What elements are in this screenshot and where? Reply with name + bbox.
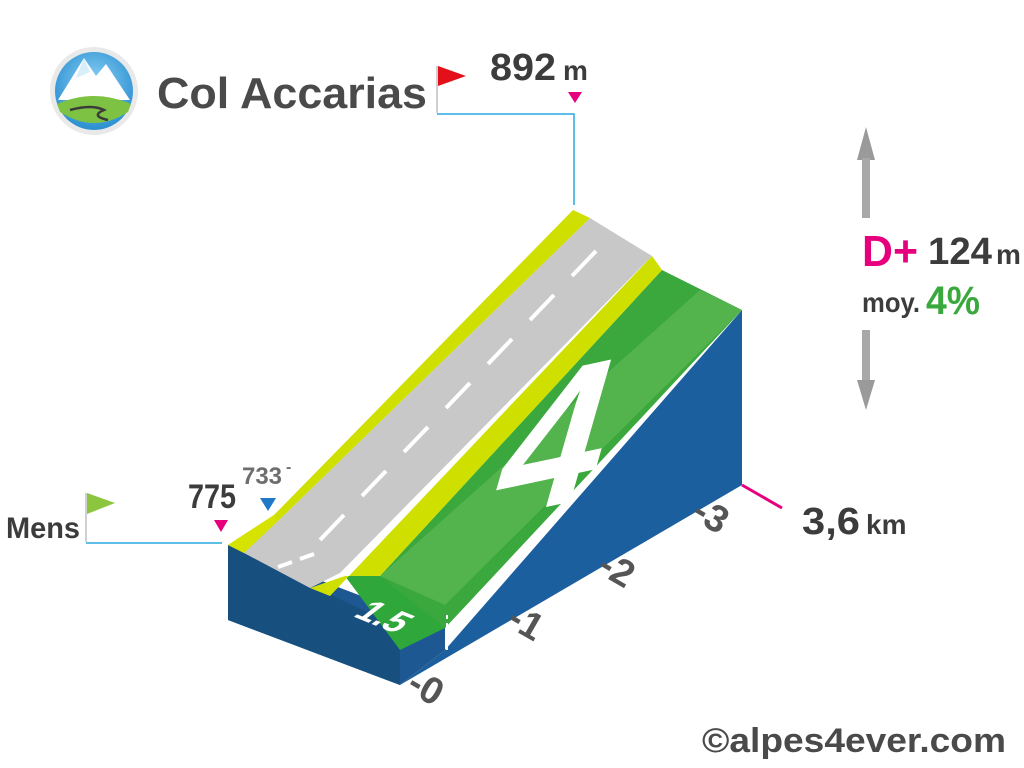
- low-point-mark: -: [286, 459, 291, 476]
- low-point-altitude: 733: [242, 463, 282, 490]
- page-title: Col Accarias: [157, 69, 427, 118]
- average-gradient-label: moy.: [862, 287, 920, 318]
- credit-text: ©alpes4ever.com: [702, 722, 1006, 760]
- pink-marker-icon: [214, 520, 228, 532]
- start-altitude: 775: [188, 478, 236, 516]
- green-flag-icon: [85, 493, 115, 542]
- summit-altitude: 892: [490, 47, 556, 89]
- elevation-gain-unit: m: [996, 239, 1021, 270]
- elevation-gain-value: 124: [928, 231, 992, 273]
- profile-block: [228, 210, 783, 685]
- down-arrow-icon: [857, 330, 875, 410]
- elevation-gain-label: D+: [862, 227, 918, 276]
- up-arrow-icon: [857, 127, 875, 218]
- summit-altitude-unit: m: [563, 55, 588, 86]
- pink-marker-icon: [568, 92, 582, 103]
- average-gradient-value: 4%: [926, 279, 980, 323]
- start-name: Mens: [6, 512, 80, 545]
- blue-marker-icon: [260, 498, 276, 511]
- total-distance: 3,6: [802, 501, 860, 543]
- red-flag-icon: [436, 66, 466, 113]
- summit-leader-line: [437, 113, 575, 205]
- mountain-logo-icon: [50, 47, 138, 135]
- total-distance-unit: km: [866, 509, 906, 540]
